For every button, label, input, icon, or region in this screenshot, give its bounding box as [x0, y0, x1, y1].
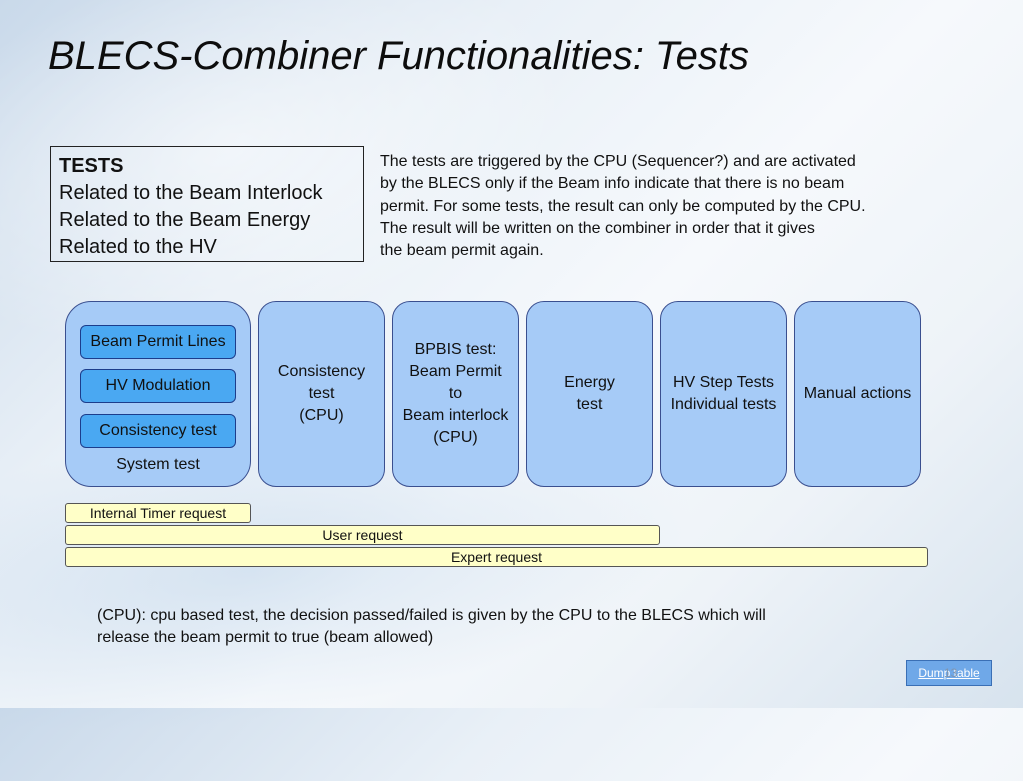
card-line: BPBIS test: — [414, 341, 497, 358]
tests-line: Related to the Beam Energy — [59, 209, 311, 231]
card-line: to — [448, 385, 463, 402]
dump-table-link[interactable]: Dump table — [906, 660, 992, 686]
card-line: Manual actions — [803, 385, 912, 402]
page-number: 13 — [944, 666, 958, 680]
user-request-bar: User request — [65, 525, 660, 545]
bpbis-test-card: BPBIS test: Beam Permit to Beam interloc… — [392, 301, 519, 487]
description-line: the beam permit again. — [380, 242, 544, 260]
tests-box: TESTS Related to the Beam Interlock Rela… — [50, 146, 364, 262]
card-line: (CPU) — [433, 429, 478, 446]
description-line: permit. For some tests, the result can o… — [380, 197, 866, 215]
description-line: The tests are triggered by the CPU (Sequ… — [380, 153, 856, 170]
card-line: Beam Permit — [409, 363, 502, 380]
internal-timer-request-bar: Internal Timer request — [65, 503, 251, 523]
card-line: Energy — [564, 374, 615, 391]
description-line: by the BLECS only if the Beam info indic… — [380, 175, 845, 193]
expert-request-bar: Expert request — [65, 547, 928, 567]
tests-line: Related to the Beam Interlock — [59, 182, 323, 204]
hv-modulation-button[interactable]: HV Modulation — [80, 369, 236, 403]
card-line: (CPU) — [299, 407, 344, 424]
description-line: The result will be written on the combin… — [380, 219, 815, 237]
beam-permit-lines-button[interactable]: Beam Permit Lines — [80, 325, 236, 359]
card-line: test — [308, 385, 335, 402]
note-line: release the beam permit to true (beam al… — [97, 629, 434, 646]
energy-test-card: Energy test — [526, 301, 653, 487]
card-line: Individual tests — [670, 396, 777, 413]
system-test-group: Beam Permit Lines HV Modulation Consiste… — [65, 301, 251, 487]
consistency-test-button[interactable]: Consistency test — [80, 414, 236, 448]
manual-actions-card: Manual actions — [794, 301, 921, 487]
card-line: test — [576, 396, 603, 413]
cpu-note: (CPU): cpu based test, the decision pass… — [97, 605, 917, 649]
card-line: Beam interlock — [402, 407, 509, 424]
tests-heading: TESTS — [59, 155, 124, 177]
consistency-test-card: Consistency test (CPU) — [258, 301, 385, 487]
page-title: BLECS-Combiner Functionalities: Tests — [48, 34, 750, 78]
tests-line: Related to the HV — [59, 236, 217, 258]
note-line: (CPU): cpu based test, the decision pass… — [97, 607, 766, 624]
card-line: HV Step Tests — [672, 374, 775, 391]
card-line: Consistency — [277, 363, 366, 380]
description-text: The tests are triggered by the CPU (Sequ… — [380, 151, 960, 262]
hv-step-tests-card: HV Step Tests Individual tests — [660, 301, 787, 487]
system-test-label: System test — [116, 456, 200, 473]
